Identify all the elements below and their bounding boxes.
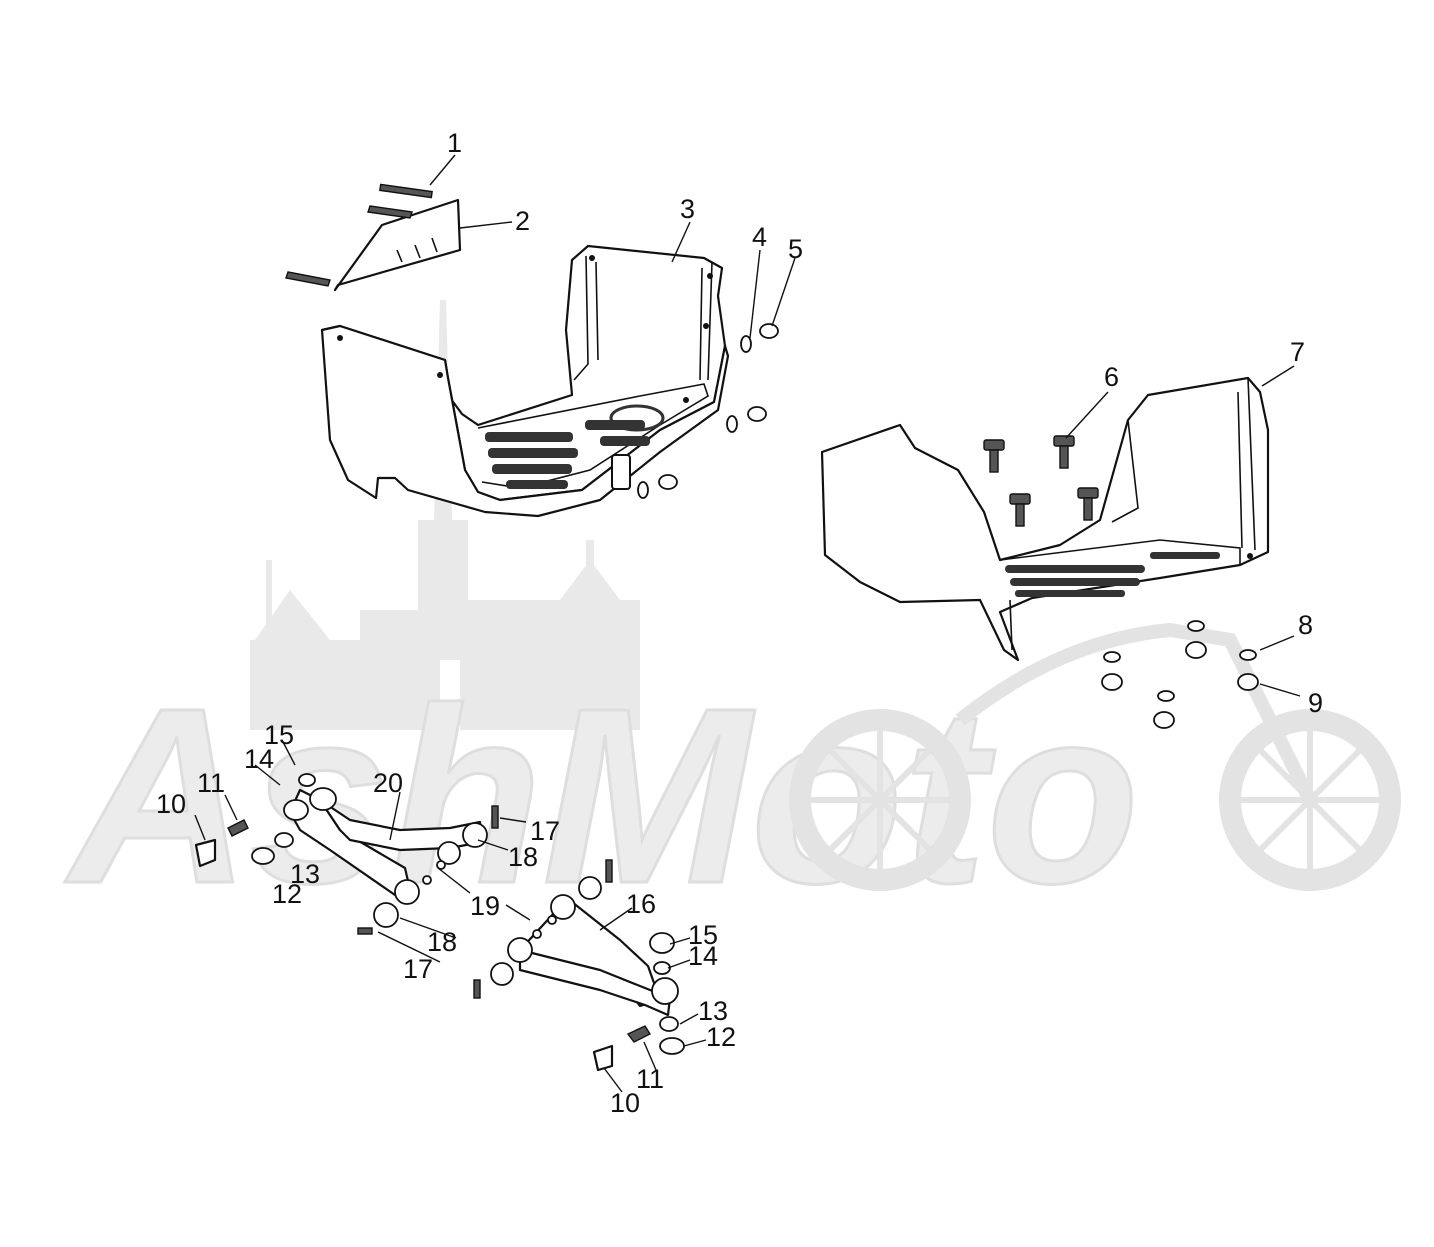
- callout-1: 1: [447, 128, 462, 158]
- callout-18-lower: 18: [427, 927, 457, 957]
- watermark-motorcycle: [789, 622, 1401, 891]
- right-footwell-tread: [1005, 552, 1220, 597]
- callout-8: 8: [1298, 610, 1313, 640]
- callout-10-lower: 10: [610, 1088, 640, 1118]
- callout-10-upper: 10: [156, 789, 186, 819]
- callout-17-upper: 17: [530, 816, 560, 846]
- leader-lines: [194, 154, 1301, 1093]
- lower-a-arm-16: [490, 894, 679, 1017]
- callout-16: 16: [626, 889, 656, 919]
- callout-12-upper: 12: [272, 879, 302, 909]
- left-footwell: [320, 244, 730, 518]
- callout-11-lower: 11: [636, 1064, 664, 1094]
- callout-15-lower: 15: [688, 920, 718, 950]
- right-footwell: [820, 376, 1270, 662]
- bolts-6: [983, 435, 1099, 527]
- callout-6: 6: [1104, 362, 1119, 392]
- callout-3: 3: [680, 194, 695, 224]
- hardware-small: [194, 773, 685, 1072]
- callout-2: 2: [515, 206, 530, 236]
- callout-20: 20: [373, 768, 403, 798]
- callout-17-lower: 17: [403, 954, 433, 984]
- callout-11-upper: 11: [197, 768, 225, 798]
- washers-nuts-left: [637, 323, 779, 499]
- callout-19: 19: [470, 891, 500, 921]
- callout-4: 4: [752, 222, 767, 252]
- callout-5: 5: [788, 234, 803, 264]
- callout-14-lower: 14: [688, 941, 718, 971]
- callout-13-lower: 13: [698, 996, 728, 1026]
- watermark-cathedral-silhouette: [250, 300, 640, 730]
- upper-a-arm-20: [283, 788, 602, 928]
- heat-shield: [333, 198, 462, 292]
- callout-18-upper: 18: [508, 842, 538, 872]
- callout-14-upper: 14: [244, 744, 274, 774]
- callout-labels: 1 2 3 4 5 6 7 8 9 10 11 12 13 14 15 20 1…: [156, 128, 1323, 1118]
- callout-12-lower: 12: [706, 1022, 736, 1052]
- callout-13-upper: 13: [290, 859, 320, 889]
- left-footwell-tread: [485, 404, 665, 490]
- callout-9: 9: [1308, 688, 1323, 718]
- screws-1: [285, 183, 433, 287]
- washers-nuts-right: [1101, 620, 1259, 729]
- callout-7: 7: [1290, 337, 1305, 367]
- callout-15-upper: 15: [264, 720, 294, 750]
